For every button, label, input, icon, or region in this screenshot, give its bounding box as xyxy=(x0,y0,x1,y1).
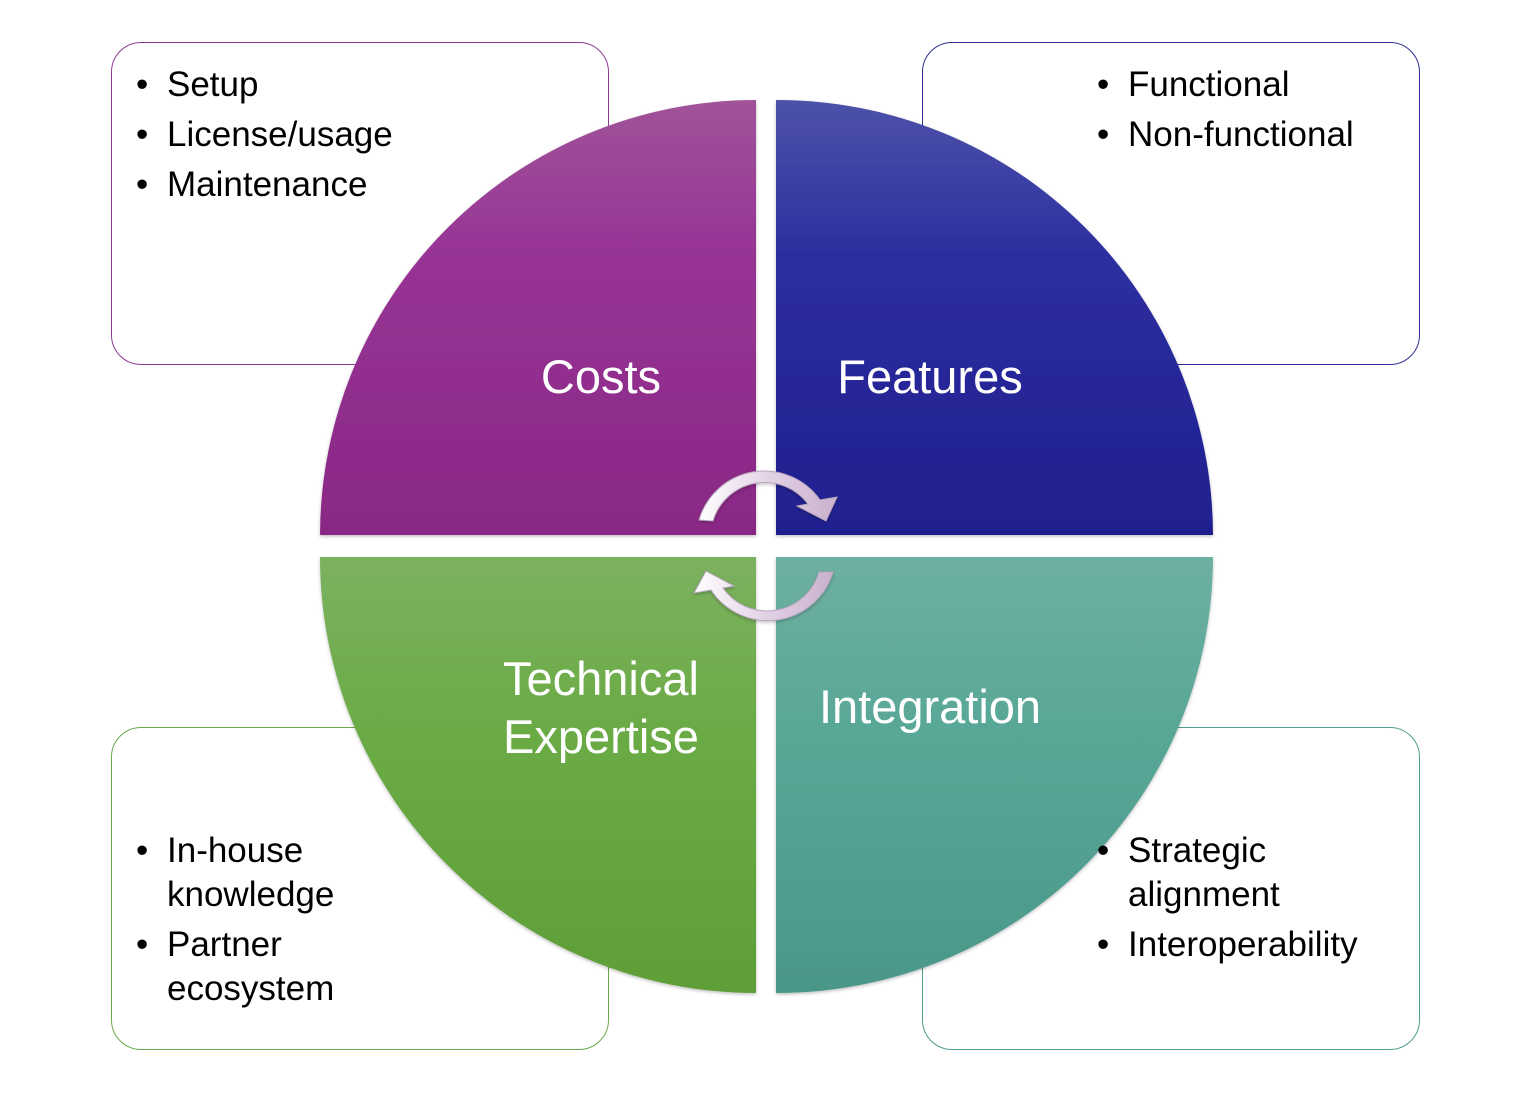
list-item-text-line1: Partner xyxy=(167,925,282,964)
features-label: Features xyxy=(837,350,1023,403)
list-item-text-line1: Strategic xyxy=(1128,831,1267,870)
cycle-arrows-icon xyxy=(693,470,838,622)
integration-bullet-list: • Strategic alignment • Interoperability xyxy=(1097,829,1358,973)
technical-expertise-bullet-list: • In-house knowledge • Partner ecosystem xyxy=(136,829,334,1017)
bullet-icon: • xyxy=(1097,65,1110,104)
list-item: • Maintenance xyxy=(136,163,393,207)
list-item-text-line1: In-house xyxy=(167,831,304,870)
technical-expertise-label: Technical Expertise xyxy=(470,650,732,766)
bullet-icon: • xyxy=(136,115,149,154)
technical-expertise-quadrant xyxy=(320,557,756,993)
cycle-arrow-bottom-icon xyxy=(693,570,834,622)
technical-expertise-label-line1: Technical xyxy=(503,652,699,705)
list-item: • Partner ecosystem xyxy=(136,923,334,1011)
bullet-icon: • xyxy=(136,65,149,104)
list-item-text: Maintenance xyxy=(167,165,368,204)
features-quadrant xyxy=(776,99,1213,536)
list-item-text: License/usage xyxy=(167,115,393,154)
list-item-text-line2: alignment xyxy=(1128,875,1280,914)
list-item: • Setup xyxy=(136,63,393,107)
bullet-icon: • xyxy=(136,165,149,204)
costs-quadrant xyxy=(320,100,756,535)
list-item: • Non-functional xyxy=(1097,113,1354,157)
list-item-text-line1: Interoperability xyxy=(1128,925,1358,964)
features-bullet-list: • Functional • Non-functional xyxy=(1097,63,1354,163)
list-item-text-line2: ecosystem xyxy=(167,969,335,1008)
list-item-text: Setup xyxy=(167,65,259,104)
costs-bullet-list: • Setup • License/usage • Maintenance xyxy=(136,63,393,213)
bullet-icon: • xyxy=(1097,925,1110,964)
list-item-text-line2: knowledge xyxy=(167,875,335,914)
list-item: • License/usage xyxy=(136,113,393,157)
list-item: • Interoperability xyxy=(1097,923,1358,967)
bullet-icon: • xyxy=(136,831,149,870)
list-item-text: Functional xyxy=(1128,65,1290,104)
bullet-icon: • xyxy=(136,925,149,964)
list-item: • Strategic alignment xyxy=(1097,829,1358,917)
integration-label: Integration xyxy=(818,680,1042,733)
costs-label: Costs xyxy=(540,350,662,403)
list-item: • Functional xyxy=(1097,63,1354,107)
bullet-icon: • xyxy=(1097,831,1110,870)
integration-quadrant xyxy=(776,557,1213,994)
technical-expertise-label-line2: Expertise xyxy=(503,710,699,763)
list-item-text: Non-functional xyxy=(1128,115,1354,154)
cycle-arrow-top-icon xyxy=(698,470,838,522)
bullet-icon: • xyxy=(1097,115,1110,154)
list-item: • In-house knowledge xyxy=(136,829,334,917)
